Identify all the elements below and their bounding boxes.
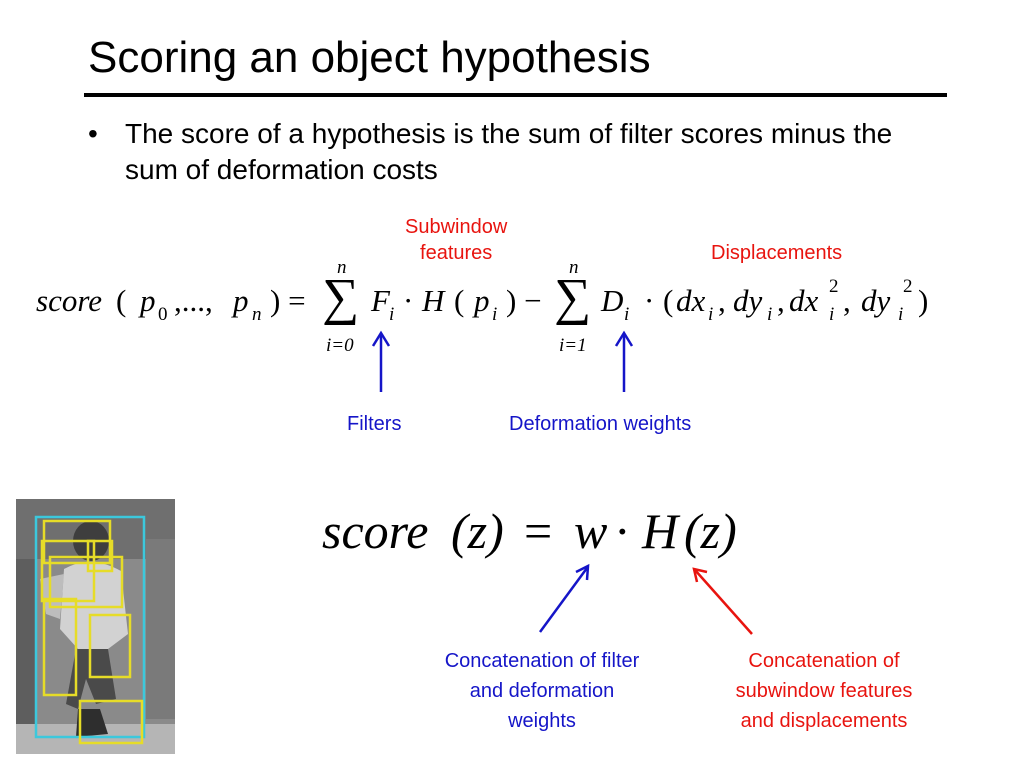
arrow-hz-head-icon — [692, 567, 708, 583]
slide-title: Scoring an object hypothesis — [88, 33, 651, 82]
eq1-dy2: dy — [861, 283, 891, 318]
eq1-subn: n — [252, 304, 262, 325]
eq1-lparen-H: ( — [454, 283, 465, 318]
label-subwindow-features: Subwindow features — [405, 214, 507, 266]
arrow-w-head-icon — [575, 563, 590, 581]
eq1-sum1-bottom: i=0 — [326, 335, 354, 356]
eq1-dy: dy — [733, 283, 763, 318]
description-right-line3: and displacements — [740, 710, 908, 732]
eq1-disp-close: ) — [918, 283, 929, 318]
description-filter-weights: Concatenation of filter and deformation … — [416, 646, 668, 736]
description-left-line3: weights — [508, 710, 576, 732]
eq1-pn: p — [233, 283, 249, 318]
eq1-subi-dx: i — [708, 304, 714, 325]
eq1-dx2: dx — [789, 283, 819, 318]
eq1-comma1: , — [718, 283, 726, 318]
eq1-dx: dx — [676, 283, 706, 318]
eq2-H: H — [642, 503, 679, 559]
eq2-z-paren: (z) — [451, 503, 504, 559]
label-filters: Filters — [347, 413, 402, 435]
sum2-sigma-icon: ∑ — [554, 269, 592, 326]
eq1-subi-F: i — [389, 304, 395, 325]
eq2-z-paren2: (z) — [684, 503, 737, 559]
label-subwindow-line1: Subwindow — [405, 216, 508, 238]
person-detection-photo — [16, 499, 175, 754]
sum1-sigma-icon: ∑ — [322, 269, 360, 326]
eq1-subi-dy: i — [767, 304, 773, 325]
eq1-comma3: , — [843, 283, 851, 318]
arrow-hz-icon — [694, 569, 753, 635]
label-deformation-weights: Deformation weights — [509, 413, 692, 435]
eq1-H: H — [422, 283, 445, 318]
eq1-sum2-bottom: i=1 — [559, 335, 587, 356]
bullet-text: The score of a hypothesis is the sum of … — [125, 118, 893, 185]
eq1-rparen-minus: ) − — [506, 283, 542, 318]
eq1-subi-D: i — [624, 304, 630, 325]
description-subwindow-displacements: Concatenation of subwindow features and … — [706, 646, 942, 736]
label-subwindow-line2: features — [420, 242, 493, 264]
eq1-sup-dx2: 2 — [829, 276, 839, 297]
bullet-marker: • — [88, 118, 98, 149]
eq1-lparen: ( — [116, 283, 127, 318]
eq2-dot: · — [614, 503, 631, 559]
eq1-p0: p — [140, 283, 156, 318]
eq1-rparen-equals: ) = — [270, 283, 306, 318]
description-right-line1: Concatenation of — [748, 650, 900, 672]
eq1-dots: ,..., — [174, 283, 213, 318]
description-left-line1: Concatenation of filter — [444, 650, 640, 672]
eq1-pi: p — [474, 283, 490, 318]
eq2-score-word: score — [322, 503, 429, 559]
eq1-sub0: 0 — [158, 304, 168, 325]
eq1-comma2: , — [777, 283, 785, 318]
eq1-disp-open: ( — [663, 283, 674, 318]
arrow-filters-head-icon — [371, 330, 391, 347]
arrow-w-icon — [538, 567, 589, 633]
description-right-line2: subwindow features — [735, 680, 913, 702]
eq1-sup-dy2: 2 — [903, 276, 913, 297]
eq1-D: D — [601, 283, 624, 318]
eq1-sum2-top: n — [569, 257, 579, 278]
eq1-sum1-top: n — [337, 257, 347, 278]
eq1-subi-dx2: i — [829, 304, 835, 325]
title-rule — [84, 93, 947, 97]
eq1-subi-dy2: i — [898, 304, 904, 325]
eq1-subi-p: i — [492, 304, 498, 325]
eq1-dot2: · — [644, 283, 655, 318]
eq1-dot1: · — [403, 283, 414, 318]
label-displacements: Displacements — [711, 242, 843, 264]
arrow-deformation-head-icon — [614, 330, 634, 347]
eq2-w: w — [574, 503, 608, 559]
description-left-line2: and deformation — [469, 680, 615, 702]
eq2-equals: = — [524, 503, 553, 559]
eq1-F: F — [371, 283, 390, 318]
eq1-score-word: score — [36, 283, 102, 318]
